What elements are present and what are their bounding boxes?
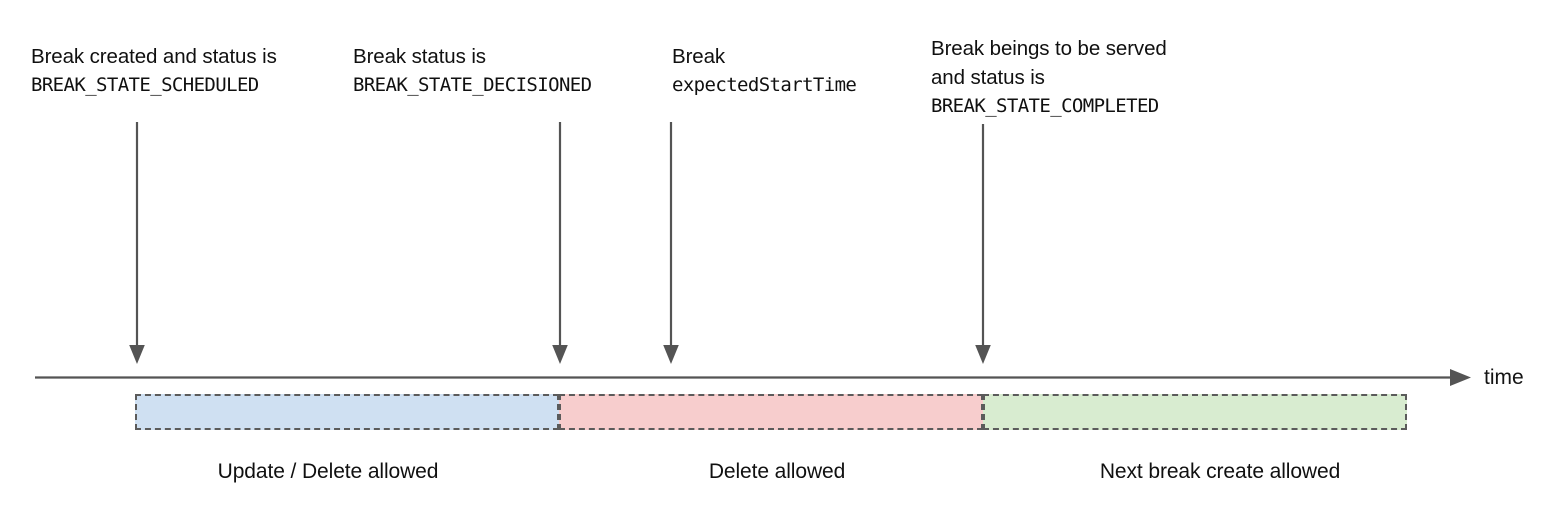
annotation-completed-line-2: and status is	[931, 66, 1045, 89]
annotation-decisioned: Break status is BREAK_STATE_DECISIONED	[353, 42, 592, 100]
marker-arrow-completed	[975, 124, 991, 364]
annotation-expected-start-time-line-2: expectedStartTime	[672, 74, 857, 96]
annotation-scheduled-line-2: BREAK_STATE_SCHEDULED	[31, 74, 259, 96]
phase-bar-update-delete	[135, 394, 559, 430]
time-axis	[35, 369, 1471, 386]
marker-arrow-scheduled	[129, 122, 145, 364]
annotation-scheduled: Break created and status is BREAK_STATE_…	[31, 42, 277, 100]
annotation-scheduled-line-1: Break created and status is	[31, 45, 277, 68]
marker-arrow-expected-start-time	[663, 122, 679, 364]
phase-caption-next-break-create: Next break create allowed	[1099, 460, 1341, 483]
annotation-decisioned-line-1: Break status is	[353, 45, 486, 68]
time-axis-label: time	[1484, 366, 1524, 389]
annotation-expected-start-time: Break expectedStartTime	[672, 42, 857, 100]
annotation-completed: Break beings to be served and status is …	[931, 34, 1167, 121]
marker-arrow-decisioned	[552, 122, 568, 364]
annotation-decisioned-line-2: BREAK_STATE_DECISIONED	[353, 74, 592, 96]
annotation-completed-line-3: BREAK_STATE_COMPLETED	[931, 95, 1159, 117]
annotation-expected-start-time-line-1: Break	[672, 45, 726, 68]
phase-bar-delete-only	[559, 394, 983, 430]
phase-caption-delete-only: Delete allowed	[708, 460, 846, 483]
phase-caption-update-delete: Update / Delete allowed	[217, 460, 439, 483]
phase-bar-next-break-create	[983, 394, 1407, 430]
annotation-completed-line-1: Break beings to be served	[931, 37, 1167, 60]
